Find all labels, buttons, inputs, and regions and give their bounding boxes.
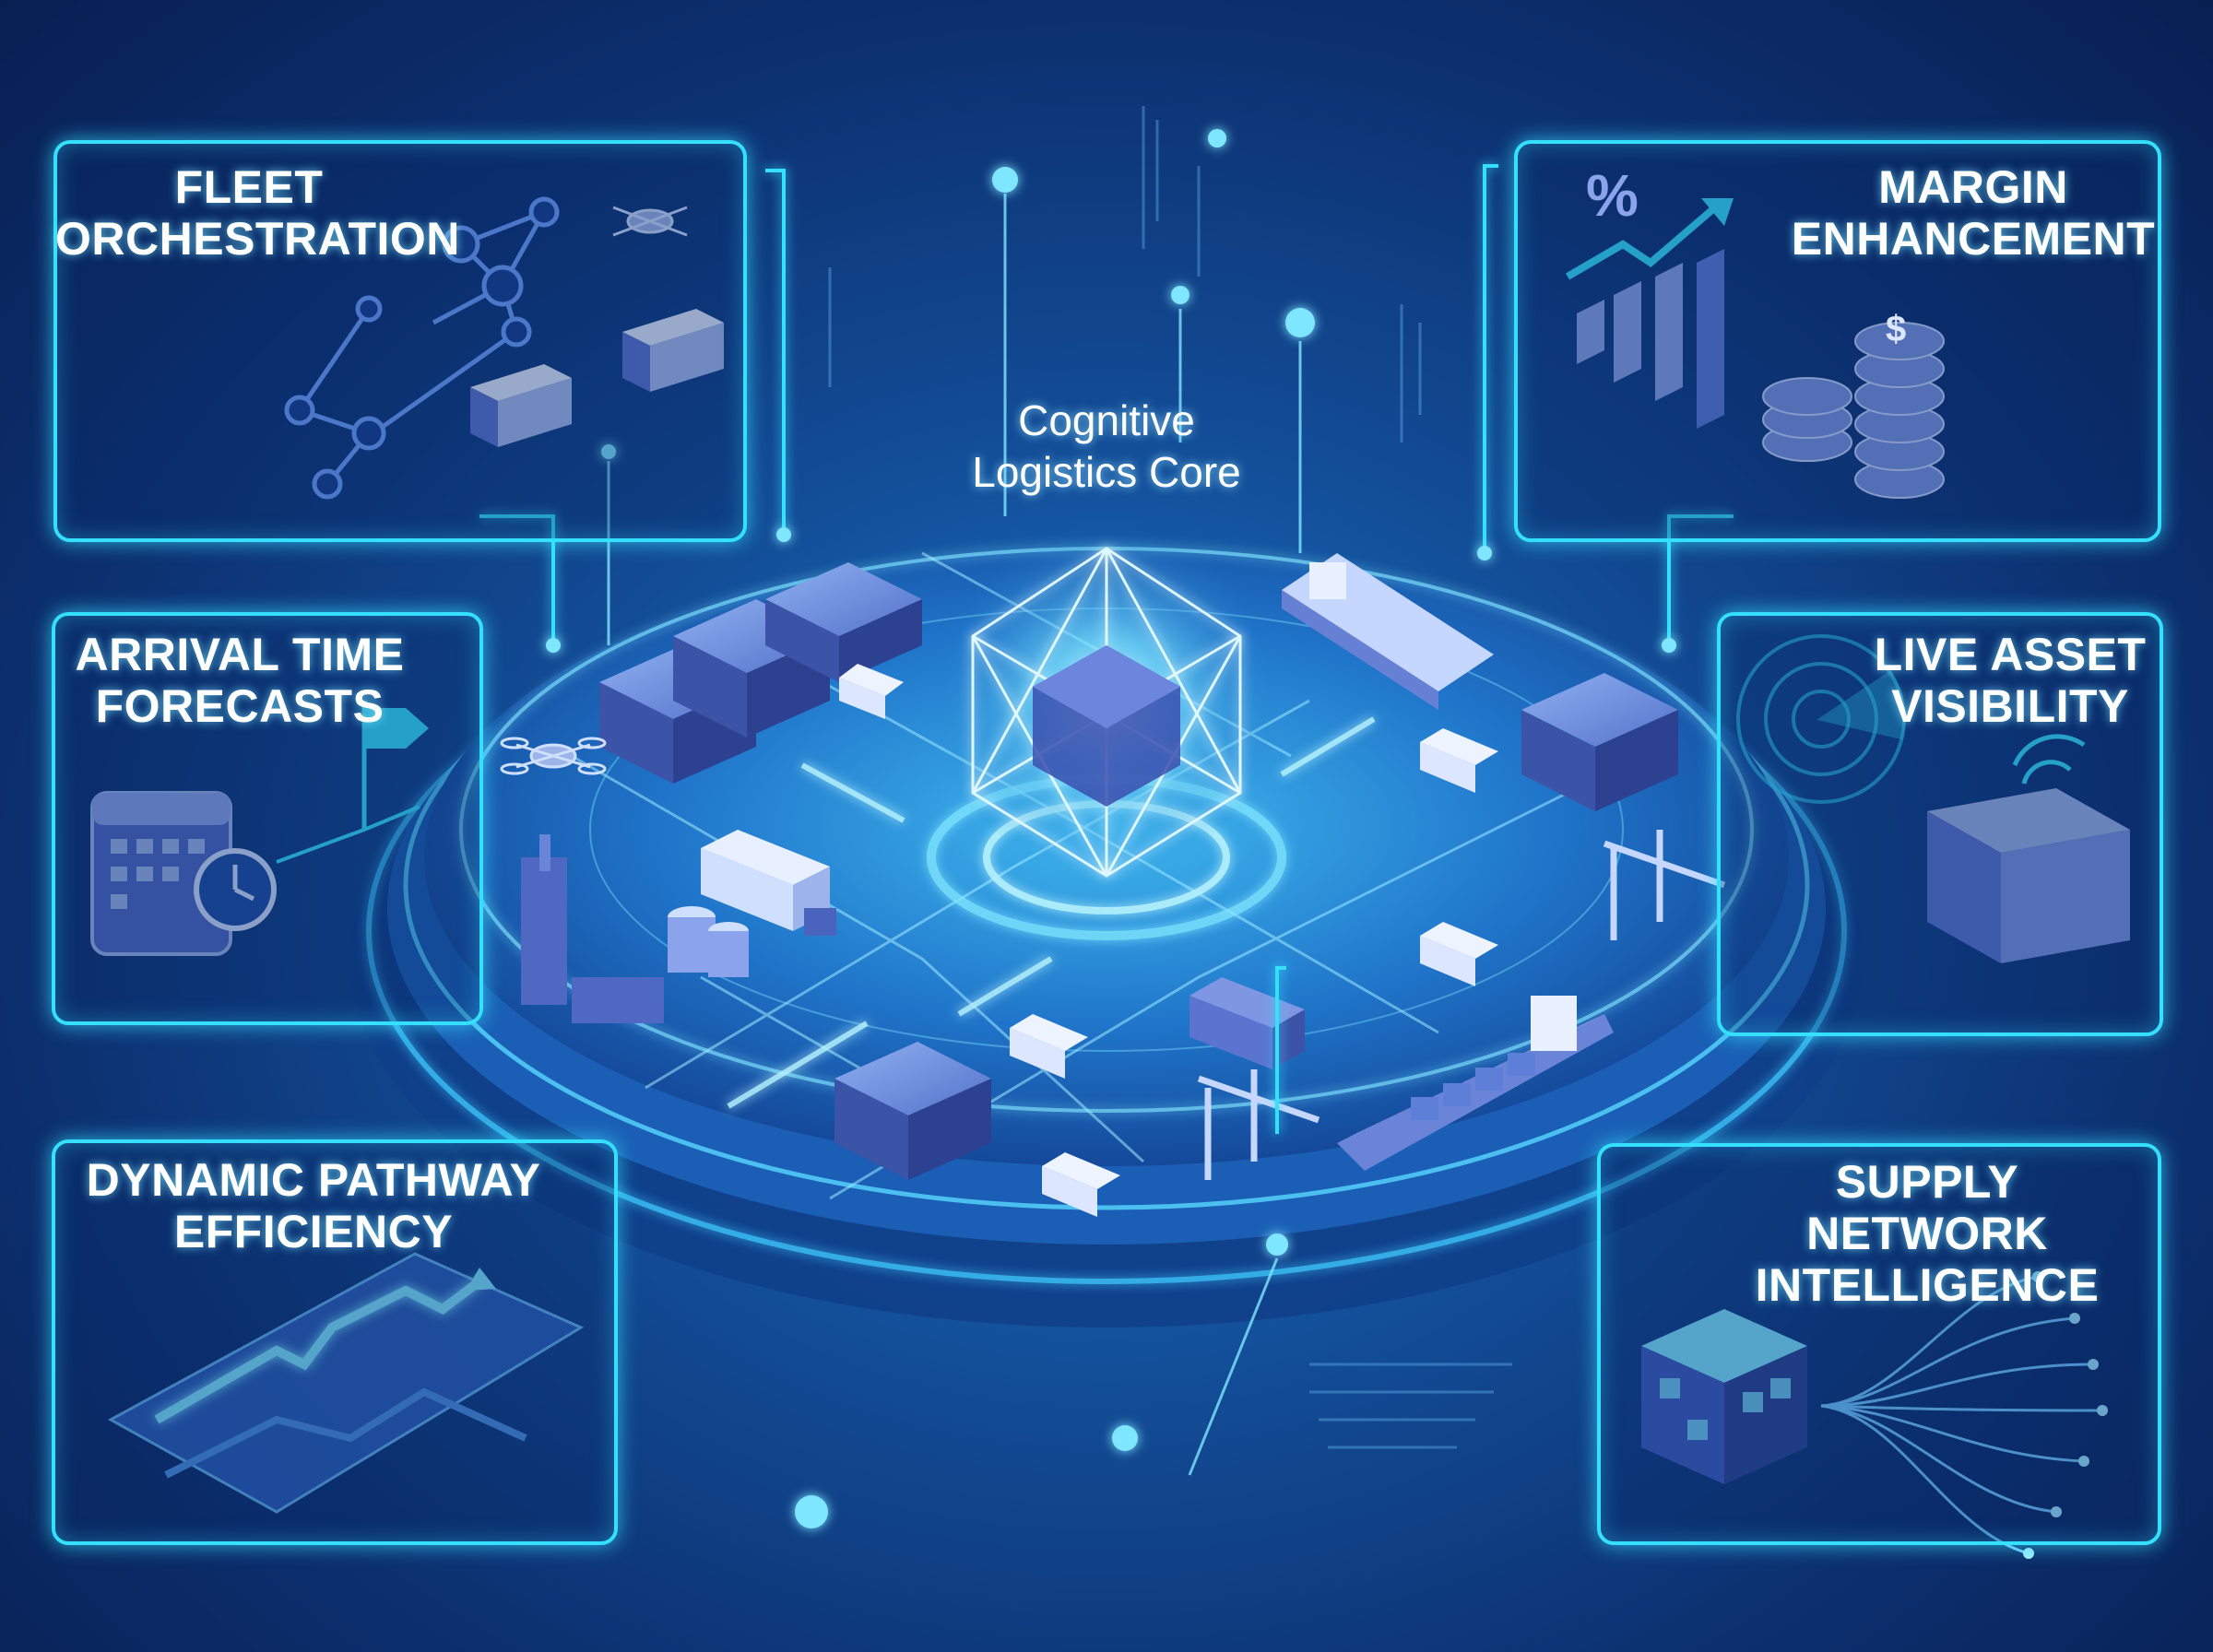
data-streams — [828, 106, 1512, 1449]
container-icon — [1927, 734, 2130, 963]
fleet-drone-icon — [612, 206, 688, 237]
visibility-title-line2: VISIBILITY — [1891, 680, 2129, 732]
flag-icon — [276, 701, 429, 864]
arrival-time-panel — [52, 612, 483, 1025]
light-trails — [727, 716, 1376, 1109]
percent-icon: % — [1586, 162, 1639, 229]
core-title: Cognitive Logistics Core — [922, 395, 1291, 498]
supply-title-line1: SUPPLY NETWORK — [1806, 1156, 2048, 1259]
fleet-orchestration-title: FLEET ORCHESTRATION — [55, 161, 460, 265]
dollar-icon: $ — [1886, 309, 1907, 349]
cognitive-core — [927, 525, 1286, 940]
pathway-title-line2: EFFICIENCY — [173, 1206, 454, 1257]
live-asset-panel — [1717, 612, 2163, 1036]
coin-stack-icon — [1762, 322, 1945, 499]
arrival-time-title: ARRIVAL TIME FORECASTS — [55, 629, 424, 732]
radar-icon — [1736, 634, 1906, 804]
fleet-network-icon — [284, 196, 560, 500]
supply-title-line2: INTELLIGENCE — [1755, 1259, 2100, 1311]
port-cranes — [1197, 830, 1726, 1180]
live-asset-title: LIVE ASSET VISIBILITY — [1858, 629, 2162, 732]
fleet-orchestration-panel — [53, 140, 747, 542]
route-map-icon — [107, 1252, 585, 1514]
pathway-efficiency-panel — [52, 1139, 618, 1545]
margin-title-line2: ENHANCEMENT — [1791, 213, 2156, 265]
calendar-icon — [90, 791, 232, 956]
fleet-truck-icon — [470, 364, 572, 447]
core-title-line2: Logistics Core — [972, 448, 1241, 496]
supply-network-panel — [1597, 1143, 2161, 1545]
fleet-title-line1: FLEET — [174, 161, 324, 213]
clock-icon — [194, 848, 277, 931]
data-nodes — [546, 129, 1676, 1528]
visibility-title-line1: LIVE ASSET — [1874, 629, 2147, 680]
cargo-ships — [1282, 553, 1614, 1171]
margin-enhancement-panel — [1514, 140, 2161, 542]
margin-enhancement-title: MARGIN ENHANCEMENT — [1789, 161, 2158, 265]
data-cube-icon — [1641, 1309, 1807, 1484]
pathway-title-line1: DYNAMIC PATHWAY — [86, 1154, 541, 1206]
neural-fan-icon — [1820, 1271, 2108, 1559]
margin-title-line1: MARGIN — [1878, 161, 2068, 213]
drone-icon — [500, 737, 607, 775]
growth-chart-icon — [1565, 198, 1734, 429]
fleet-truck-icon-2 — [622, 309, 724, 392]
panel-connectors — [479, 164, 1734, 1134]
core-title-line1: Cognitive — [1018, 396, 1195, 444]
vertical-beams — [607, 194, 1302, 1476]
fleet-title-line2: ORCHESTRATION — [55, 213, 460, 265]
arrival-title-line2: FORECASTS — [95, 680, 385, 732]
pathway-efficiency-title: DYNAMIC PATHWAY EFFICIENCY — [74, 1154, 553, 1257]
supply-network-title: SUPPLY NETWORK INTELLIGENCE — [1724, 1156, 2130, 1311]
industrial-site — [521, 834, 749, 1023]
arrival-title-line1: ARRIVAL TIME — [75, 629, 405, 680]
warehouse-cluster — [599, 562, 1678, 1180]
